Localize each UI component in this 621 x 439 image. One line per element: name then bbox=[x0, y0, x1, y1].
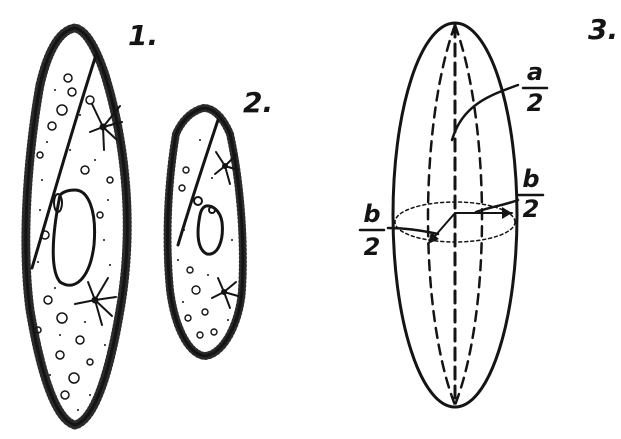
label-b-over-2-right: b 2 bbox=[519, 165, 543, 223]
label-b-over-2-left: b 2 bbox=[360, 200, 384, 261]
fraction-denominator: 2 bbox=[527, 89, 544, 117]
fraction-denominator: 2 bbox=[523, 195, 540, 223]
leader-b-half-left bbox=[388, 228, 438, 234]
macronucleus bbox=[53, 190, 94, 285]
cytoplasm-stipple bbox=[37, 89, 111, 411]
micronucleus bbox=[194, 197, 202, 205]
ellipsoid-model bbox=[388, 23, 518, 407]
panel-label-2: 2. bbox=[243, 86, 273, 119]
meridian-right bbox=[455, 25, 482, 405]
contractile-vacuole-star-lower bbox=[75, 278, 116, 325]
paramecium-small bbox=[168, 108, 243, 356]
fraction-denominator: 2 bbox=[364, 233, 381, 261]
panel-label-3: 3. bbox=[588, 13, 618, 46]
paramecium-large bbox=[26, 28, 127, 425]
fraction-numerator: b bbox=[363, 200, 380, 228]
contractile-vacuole-star-lower bbox=[212, 278, 238, 308]
meridian-left bbox=[428, 25, 455, 405]
micronucleus-2 bbox=[209, 207, 215, 213]
fraction-numerator: a bbox=[527, 58, 543, 86]
arrowhead-b-right bbox=[502, 207, 512, 219]
panel-label-1: 1. bbox=[128, 19, 158, 52]
label-a-over-2: a 2 bbox=[523, 58, 547, 117]
fraction-numerator: b bbox=[522, 165, 539, 193]
